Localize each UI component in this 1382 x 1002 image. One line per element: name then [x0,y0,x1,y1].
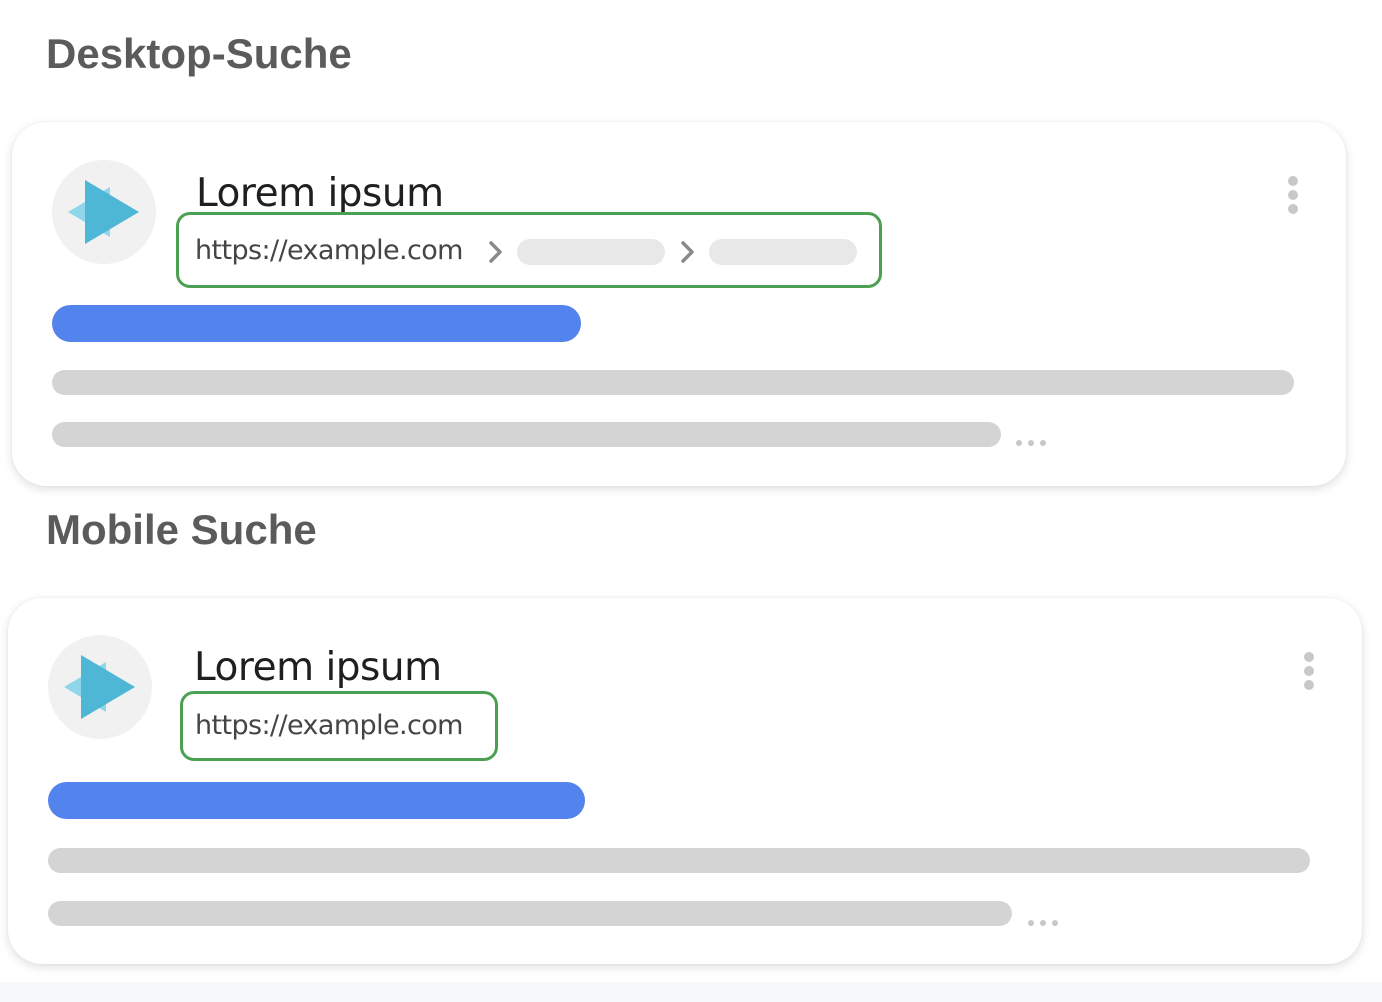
desktop-section-heading: Desktop-Suche [46,30,352,77]
mobile-search-result-card[interactable]: Lorem ipsum https://example.com [8,598,1362,964]
ellipsis-icon [1028,920,1064,930]
play-logo-icon [52,160,156,264]
more-vert-icon[interactable] [1282,174,1306,218]
result-title[interactable]: Lorem ipsum [194,645,442,690]
chevron-right-icon [489,241,502,263]
breadcrumb-placeholder [517,239,665,265]
title-link-placeholder[interactable] [52,305,581,342]
result-title[interactable]: Lorem ipsum [196,171,444,216]
mobile-section-heading: Mobile Suche [46,506,317,553]
snippet-line [48,848,1310,873]
snippet-line [52,422,1001,447]
result-url[interactable]: https://example.com [195,235,463,266]
snippet-line [52,370,1294,395]
snippet-line [48,901,1012,926]
bottom-strip [0,982,1382,1002]
url-highlight: https://example.com [180,691,498,761]
title-link-placeholder[interactable] [48,782,585,819]
chevron-right-icon [681,241,694,263]
desktop-search-result-card[interactable]: Lorem ipsum https://example.com [12,122,1346,486]
result-url[interactable]: https://example.com [195,710,463,741]
play-logo-icon [48,635,152,739]
url-breadcrumb-highlight: https://example.com [176,212,882,288]
more-vert-icon[interactable] [1298,650,1322,694]
breadcrumb-placeholder [709,239,857,265]
ellipsis-icon [1016,440,1052,450]
